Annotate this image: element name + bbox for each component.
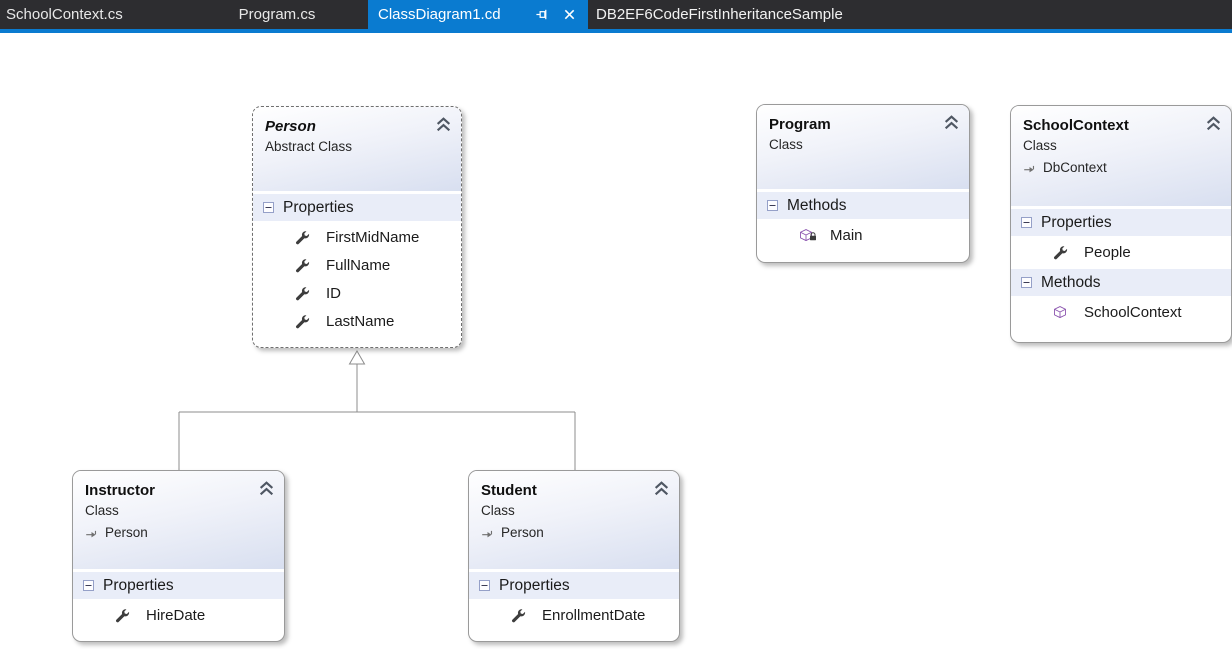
- member-name: HireDate: [146, 606, 206, 624]
- member-name: Main: [830, 226, 863, 244]
- class-name: SchoolContext: [1023, 117, 1129, 134]
- section-label: Properties: [103, 576, 174, 594]
- collapse-chevron-icon[interactable]: [652, 480, 670, 496]
- class-header: SchoolContext Class DbContext: [1011, 106, 1231, 206]
- member-row[interactable]: FirstMidName: [253, 223, 461, 251]
- member-name: FullName: [326, 256, 391, 274]
- member-row[interactable]: EnrollmentDate: [469, 601, 679, 629]
- section-properties[interactable]: Properties: [253, 191, 461, 221]
- member-name: SchoolContext: [1084, 303, 1182, 321]
- base-type-arrow-icon: [482, 530, 493, 537]
- property-wrench-icon: [294, 257, 310, 273]
- solution-title: DB2EF6CodeFirstInheritanceSample: [596, 6, 843, 23]
- collapse-chevron-icon[interactable]: [434, 116, 452, 132]
- minus-box-icon[interactable]: [767, 200, 778, 211]
- property-wrench-icon: [114, 607, 130, 623]
- base-type-name: Person: [501, 525, 544, 540]
- document-tab-bar: SchoolContext.cs Program.cs ClassDiagram…: [0, 0, 1232, 33]
- section-methods[interactable]: Methods: [757, 189, 969, 219]
- minus-box-icon[interactable]: [479, 580, 490, 591]
- member-row[interactable]: ID: [253, 279, 461, 307]
- minus-box-icon[interactable]: [263, 202, 274, 213]
- tab-classdiagram1-cd-active[interactable]: ClassDiagram1.cd: [368, 0, 588, 29]
- member-name: ID: [326, 284, 341, 302]
- minus-box-icon[interactable]: [1021, 277, 1032, 288]
- base-type-name: DbContext: [1043, 160, 1107, 175]
- section-properties[interactable]: Properties: [73, 569, 284, 599]
- member-row[interactable]: HireDate: [73, 601, 284, 629]
- property-wrench-icon: [294, 229, 310, 245]
- class-box-schoolcontext[interactable]: SchoolContext Class DbContext Properties…: [1010, 105, 1232, 343]
- member-name: LastName: [326, 312, 395, 330]
- tab-schoolcontext-cs[interactable]: SchoolContext.cs: [0, 0, 186, 29]
- member-row[interactable]: People: [1011, 238, 1231, 266]
- class-header: Person Abstract Class: [253, 107, 461, 191]
- section-methods[interactable]: Methods: [1011, 266, 1231, 296]
- property-wrench-icon: [294, 285, 310, 301]
- member-row[interactable]: Main: [757, 221, 969, 249]
- member-row[interactable]: FullName: [253, 251, 461, 279]
- minus-box-icon[interactable]: [1021, 217, 1032, 228]
- static-lock-icon: [809, 228, 817, 245]
- member-row[interactable]: LastName: [253, 307, 461, 335]
- collapse-chevron-icon[interactable]: [1204, 115, 1222, 131]
- minus-box-icon[interactable]: [83, 580, 94, 591]
- class-header: Student Class Person: [469, 471, 679, 569]
- method-cube-icon: [1052, 304, 1068, 320]
- base-type-name: Person: [105, 525, 148, 540]
- member-name: EnrollmentDate: [542, 606, 646, 624]
- section-properties[interactable]: Properties: [1011, 206, 1231, 236]
- section-label: Methods: [787, 196, 847, 214]
- section-label: Properties: [1041, 213, 1112, 231]
- class-box-instructor[interactable]: Instructor Class Person Properties HireD…: [72, 470, 285, 642]
- base-type-arrow-icon: [86, 530, 97, 537]
- section-label: Properties: [499, 576, 570, 594]
- collapse-chevron-icon[interactable]: [257, 480, 275, 496]
- property-wrench-icon: [294, 313, 310, 329]
- base-type-arrow-icon: [1024, 165, 1035, 172]
- class-name: Person: [265, 118, 316, 135]
- section-label: Properties: [283, 198, 354, 216]
- class-stereotype: Class: [769, 137, 803, 152]
- close-icon[interactable]: [560, 6, 578, 24]
- tab-label: ClassDiagram1.cd: [378, 6, 501, 23]
- class-box-student[interactable]: Student Class Person Properties Enrollme…: [468, 470, 680, 642]
- class-diagram-canvas[interactable]: Person Abstract Class Properties FirstMi…: [0, 33, 1232, 649]
- pin-icon[interactable]: [533, 6, 551, 24]
- section-label: Methods: [1041, 273, 1101, 291]
- method-cube-lock-icon: [798, 227, 817, 245]
- member-name: FirstMidName: [326, 228, 420, 246]
- collapse-chevron-icon[interactable]: [942, 114, 960, 130]
- class-stereotype: Class: [1023, 138, 1057, 153]
- class-stereotype: Abstract Class: [265, 139, 353, 154]
- tab-label: SchoolContext.cs: [6, 6, 123, 23]
- class-box-program[interactable]: Program Class Methods Main: [756, 104, 970, 263]
- section-properties[interactable]: Properties: [469, 569, 679, 599]
- class-header: Program Class: [757, 105, 969, 189]
- tab-program-cs[interactable]: Program.cs: [186, 0, 368, 29]
- class-stereotype: Class: [481, 503, 515, 518]
- class-name: Instructor: [85, 482, 156, 499]
- property-wrench-icon: [1052, 244, 1068, 260]
- class-stereotype: Class: [85, 503, 119, 518]
- tab-label: Program.cs: [238, 6, 316, 23]
- member-row[interactable]: SchoolContext: [1011, 298, 1231, 326]
- property-wrench-icon: [510, 607, 526, 623]
- class-header: Instructor Class Person: [73, 471, 284, 569]
- member-name: People: [1084, 243, 1131, 261]
- class-name: Program: [769, 116, 831, 133]
- class-box-person[interactable]: Person Abstract Class Properties FirstMi…: [252, 106, 462, 348]
- inheritance-connector[interactable]: [0, 33, 1232, 649]
- class-name: Student: [481, 482, 537, 499]
